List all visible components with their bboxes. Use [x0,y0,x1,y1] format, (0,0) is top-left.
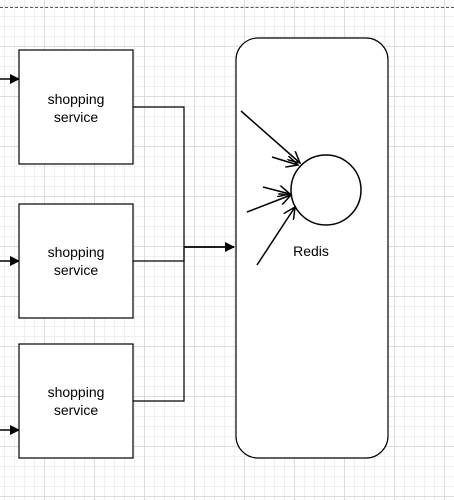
service-label-3: shopping service [19,383,133,419]
service-label-1-line2: service [53,109,99,125]
connector-service-1[interactable] [133,106,185,247]
connector-service-2[interactable] [133,247,185,262]
service-label-1: shopping service [19,90,133,126]
service-box-1[interactable] [18,49,134,165]
service-label-3-line2: service [53,402,99,418]
inner-arrow-1[interactable] [240,110,300,163]
redis-container[interactable] [235,37,389,459]
page-border [0,7,454,8]
service-label-2-line2: service [53,262,99,278]
service-label-3-line1: shopping [47,384,105,400]
service-label-1-line1: shopping [47,91,105,107]
inner-arrow-5[interactable] [256,207,295,266]
inner-arrow-3[interactable] [262,187,290,194]
service-label-2: shopping service [19,243,133,279]
service-label-2-line1: shopping [47,244,105,260]
connector-service-3[interactable] [133,247,185,402]
service-box-3[interactable] [18,343,134,459]
redis-label: Redis [293,243,329,259]
redis-node[interactable] [290,154,362,226]
inner-arrow-4[interactable] [246,195,291,213]
inner-arrow-2[interactable] [271,157,298,165]
